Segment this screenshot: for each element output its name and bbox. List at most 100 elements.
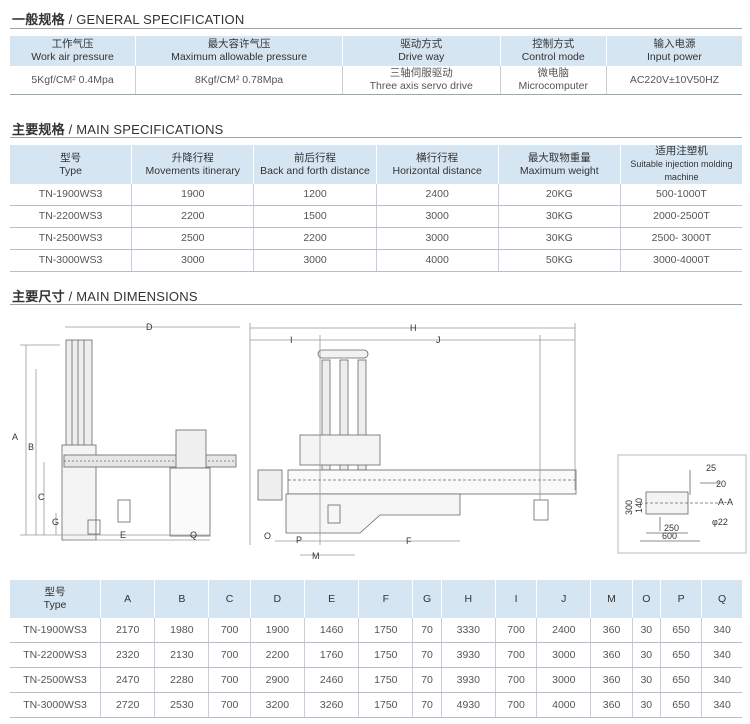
header-cell: C — [208, 580, 251, 618]
table-cell: 340 — [701, 618, 742, 643]
dim-label-e: E — [120, 530, 126, 540]
table-cell: TN-1900WS3 — [10, 184, 133, 206]
table-cell: TN-2200WS3 — [10, 205, 133, 228]
table-cell: 2200 — [253, 227, 377, 250]
table-cell: 5Kgf/CM² 0.4Mpa — [10, 66, 137, 95]
table-cell: 360 — [590, 667, 633, 693]
table-cell: 700 — [495, 667, 538, 693]
table-cell: 360 — [590, 618, 633, 643]
table-cell: 1200 — [253, 184, 377, 206]
front-view — [20, 326, 240, 541]
dim-label-25: 25 — [706, 463, 716, 473]
dim-label-i: I — [290, 335, 293, 345]
table-cell: 2500 — [131, 227, 255, 250]
table-cell: 70 — [412, 642, 442, 668]
header-cell: D — [250, 580, 305, 618]
table-cell: 700 — [495, 642, 538, 668]
general-spec-title: 一般规格 / GENERAL SPECIFICATION — [12, 12, 245, 27]
table-cell: 30KG — [498, 205, 621, 228]
dim-label-aa: A-A — [718, 497, 733, 507]
table-cell: 2320 — [100, 642, 156, 668]
table-cell: 3330 — [441, 618, 496, 643]
dim-label-a: A — [12, 432, 18, 442]
dimension-drawing: D A B C G E Q H I J O P F M 25 20 A-A φ2… — [12, 322, 747, 561]
divider — [10, 28, 742, 29]
table-cell: 2130 — [154, 642, 210, 668]
table-cell: TN-3000WS3 — [10, 249, 133, 272]
table-cell: 70 — [412, 618, 442, 643]
dim-label-250: 250 — [664, 523, 679, 533]
table-cell: 3260 — [304, 692, 360, 718]
table-cell: 4930 — [441, 692, 496, 718]
table-cell: 3930 — [441, 667, 496, 693]
header-cell: P — [660, 580, 703, 618]
table-cell: 340 — [701, 667, 742, 693]
table-cell: 3000 — [536, 642, 592, 668]
table-cell: 1900 — [131, 184, 255, 206]
table-cell: 1500 — [253, 205, 377, 228]
table-cell: TN-2500WS3 — [10, 667, 101, 693]
header-cell: J — [536, 580, 592, 618]
table-cell: 360 — [590, 642, 633, 668]
table-cell: 1750 — [358, 667, 414, 693]
table-cell: 700 — [495, 692, 538, 718]
table-cell: 700 — [208, 642, 251, 668]
dim-label-300: 300 — [624, 500, 634, 515]
table-cell: TN-3000WS3 — [10, 692, 101, 718]
table-cell: 3000 — [536, 667, 592, 693]
table-cell: 2500- 3000T — [620, 227, 742, 250]
table-cell: 700 — [208, 667, 251, 693]
table-cell: 1750 — [358, 618, 414, 643]
table-cell: 4000 — [376, 249, 499, 272]
table-cell: 30 — [632, 642, 661, 668]
table-cell: 8Kgf/CM² 0.78Mpa — [135, 66, 343, 95]
table-cell: 3000 — [253, 249, 377, 272]
table-cell: 4000 — [536, 692, 592, 718]
table-cell: 2000-2500T — [620, 205, 742, 228]
dim-label-b: B — [28, 442, 34, 452]
table-cell: 360 — [590, 692, 633, 718]
divider — [10, 137, 742, 138]
table-cell: 2470 — [100, 667, 156, 693]
dim-label-j: J — [436, 335, 441, 345]
table-cell: 700 — [495, 618, 538, 643]
table-cell: 3000 — [376, 205, 499, 228]
table-cell: 30 — [632, 667, 661, 693]
dim-label-600: 600 — [662, 531, 677, 541]
dim-label-c: C — [38, 492, 45, 502]
table-cell: 700 — [208, 618, 251, 643]
table-cell: 2460 — [304, 667, 360, 693]
table-cell: 650 — [660, 692, 703, 718]
table-cell: 3000 — [131, 249, 255, 272]
dim-label-d: D — [146, 322, 153, 332]
dim-label-h: H — [410, 323, 417, 333]
table-cell: AC220V±10V50HZ — [606, 66, 742, 95]
header-cell: O — [632, 580, 661, 618]
dim-label-20: 20 — [716, 479, 726, 489]
table-cell: 70 — [412, 692, 442, 718]
table-cell: 650 — [660, 618, 703, 643]
dim-label-140: 140 — [634, 498, 644, 513]
table-cell: 3930 — [441, 642, 496, 668]
table-cell: 70 — [412, 667, 442, 693]
table-cell: 3000 — [376, 227, 499, 250]
header-cell: A — [100, 580, 156, 618]
table-cell: 340 — [701, 642, 742, 668]
table-cell: 3200 — [250, 692, 305, 718]
dim-label-q: Q — [190, 530, 197, 540]
header-cell: F — [358, 580, 414, 618]
dim-label-f: F — [406, 536, 412, 546]
dim-label-g: G — [52, 517, 59, 527]
